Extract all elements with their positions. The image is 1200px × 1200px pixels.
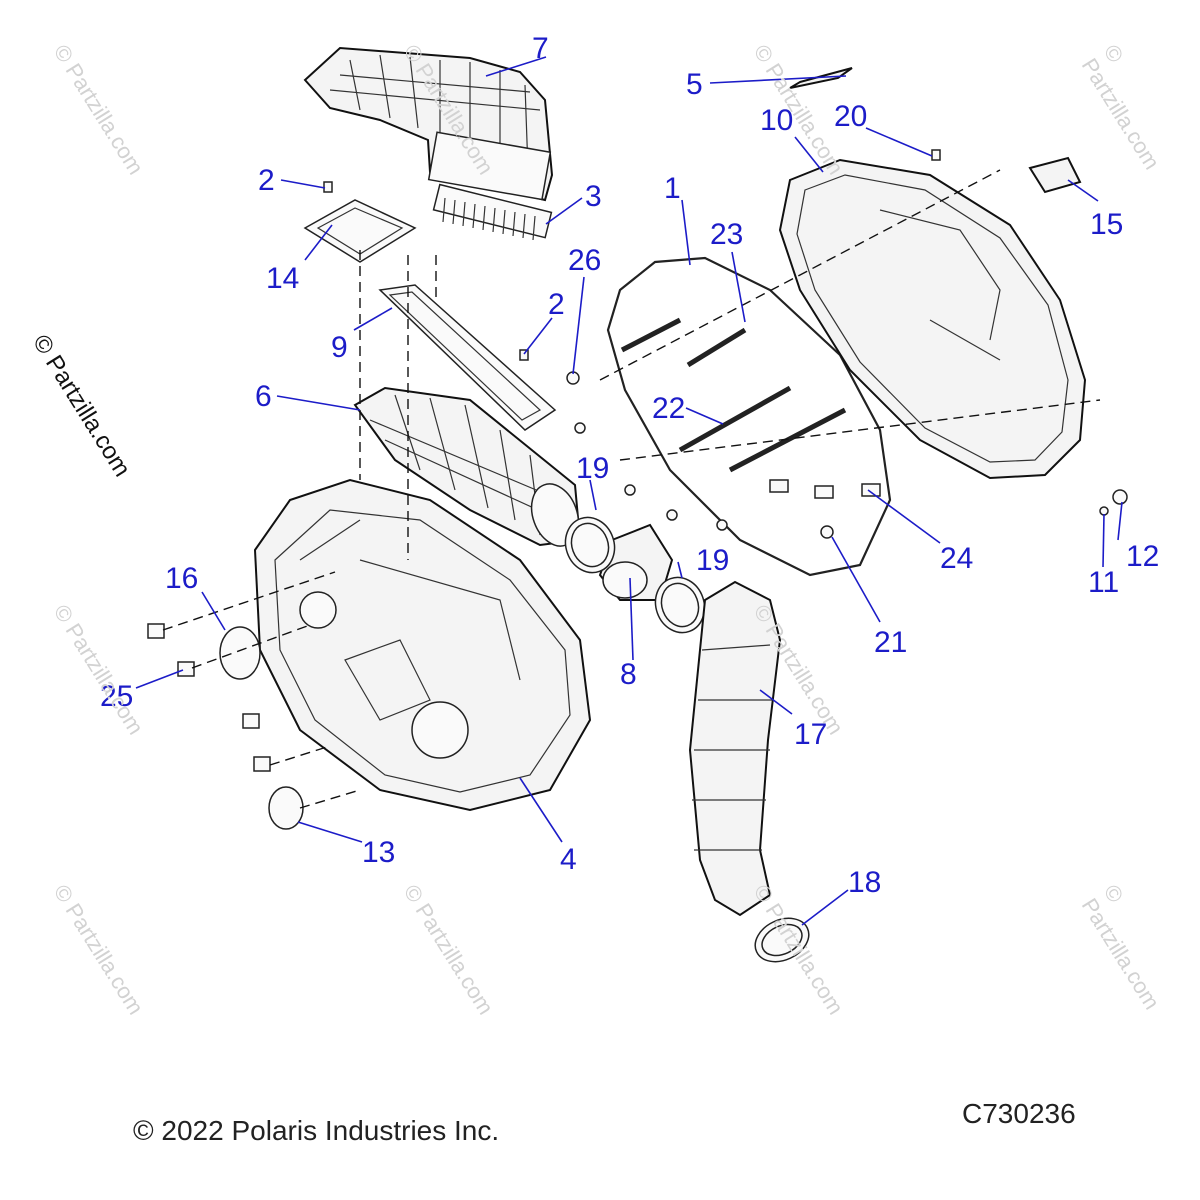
callout-25: 25 [100,680,133,713]
part-clamp-18 [754,917,810,963]
part-screws [323,149,941,361]
part-inner-clutch-cover [253,478,592,812]
callout-21: 21 [874,626,907,659]
part-exhaust-duct [688,580,782,917]
callout-16: 16 [165,562,198,595]
part-grille-gasket [432,183,553,241]
callout-19-lower: 19 [696,544,729,577]
diagram-id: C730236 [962,1098,1076,1129]
callout-2-top: 2 [258,164,275,197]
callout-22: 22 [652,392,685,425]
assembly-lines [162,169,1101,809]
callout-2-mid: 2 [548,288,565,321]
part-drive-belt [606,256,892,577]
callout-7: 7 [532,32,549,65]
part-decal-15 [1028,156,1082,194]
callout-11: 11 [1088,566,1119,599]
callout-18: 18 [848,866,881,899]
part-intake-duct [303,46,554,202]
callout-12: 12 [1126,540,1159,573]
callout-3: 3 [585,180,602,213]
part-coupling-boot [598,523,674,601]
part-clamp-lower [654,576,706,634]
part-intake-boot [353,386,582,547]
callout-5: 5 [686,68,703,101]
callout-4: 4 [560,843,577,876]
part-seal-frame [378,284,557,431]
part-oring-13 [268,786,304,830]
callout-17: 17 [794,718,827,751]
part-short-bolts [769,479,881,499]
callouts: 1 2 2 3 4 5 6 7 8 9 10 11 12 13 14 15 16… [100,32,1159,899]
callout-13: 13 [362,836,395,869]
part-outer-clutch-cover [778,158,1087,480]
part-plugs [147,623,271,772]
callout-9: 9 [331,331,348,364]
callout-6: 6 [255,380,272,413]
part-cover-plate [303,199,417,263]
part-clamp-upper [564,516,616,574]
part-washers [566,371,1128,539]
part-long-bolts [620,317,847,473]
callout-23: 23 [710,218,743,251]
callout-19-upper: 19 [576,452,609,485]
leader-lines [135,56,1123,926]
callout-1: 1 [664,172,681,205]
callout-10: 10 [760,104,793,137]
callout-15: 15 [1090,208,1123,241]
callout-26: 26 [568,244,601,277]
callout-14: 14 [266,262,299,295]
part-oring-16 [219,626,261,680]
callout-24: 24 [940,542,973,575]
callout-20: 20 [834,100,867,133]
copyright-text: © 2022 Polaris Industries Inc. [133,1115,500,1146]
callout-8: 8 [620,658,637,691]
